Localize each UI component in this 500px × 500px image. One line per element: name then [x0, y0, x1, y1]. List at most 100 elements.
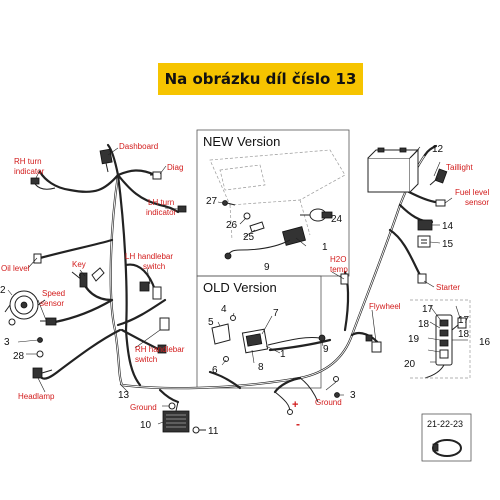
- frame-sketch: [209, 149, 346, 241]
- label-headlamp: Headlamp: [18, 392, 55, 401]
- main-wiring-harness: [38, 143, 438, 404]
- num-3-left: 3: [4, 337, 10, 348]
- new-part-27: [222, 200, 236, 206]
- num-1-new: 1: [322, 242, 328, 253]
- label-speed-sensor-1: Speed: [42, 289, 65, 298]
- part-3-bolt: [37, 337, 43, 343]
- label-rh-handlebar-1: RH handlebar: [135, 345, 185, 354]
- label-key: Key: [72, 260, 86, 269]
- screw: [192, 426, 206, 434]
- fuse-box: [424, 314, 467, 379]
- flywheel-connector: [365, 334, 382, 353]
- label-lh-turn-2: indicator: [146, 208, 177, 217]
- num-5: 5: [208, 317, 214, 328]
- part-number-banner: Na obrázku díl číslo 13: [158, 63, 363, 95]
- num-9-old: 9: [323, 344, 329, 355]
- num-13: 13: [118, 390, 130, 401]
- num-20: 20: [404, 359, 416, 370]
- old-part-6: [223, 356, 229, 362]
- headlamp-connector: [32, 367, 53, 379]
- old-screw-4: [230, 315, 236, 321]
- label-lh-handlebar-1: LH handlebar: [125, 252, 173, 261]
- horn: [4, 290, 46, 326]
- dashboard-connector: [99, 148, 113, 173]
- num-28: 28: [13, 351, 25, 362]
- num-11: 11: [208, 426, 219, 437]
- num-18a: 18: [418, 319, 430, 330]
- label-fuel-level-2: sensor: [465, 198, 489, 207]
- old-ecu-cable: [267, 337, 321, 346]
- leader-lines: [7, 146, 468, 431]
- label-diag: Diag: [167, 163, 183, 172]
- num-16: 16: [479, 337, 491, 348]
- num-2: 2: [0, 285, 6, 296]
- label-oil-level: Oil level: [1, 264, 30, 273]
- num-14: 14: [442, 221, 454, 232]
- h2o-temp-connector: [340, 273, 349, 285]
- num-24: 24: [331, 214, 343, 225]
- num-26: 26: [226, 220, 238, 231]
- label-ground-right: Ground: [315, 398, 342, 407]
- new-ecu-plug: [224, 252, 232, 260]
- label-flywheel: Flywheel: [369, 302, 401, 311]
- starter-connector: [417, 273, 427, 284]
- ground-bolt-right: [333, 376, 340, 398]
- num-19: 19: [408, 334, 420, 345]
- num-7: 7: [273, 308, 279, 319]
- voltage-regulator: [162, 401, 190, 433]
- label-h2o-2: temp: [330, 265, 348, 274]
- cable-tie: [432, 439, 462, 457]
- relay-14: [417, 219, 433, 231]
- label-speed-sensor-2: sensor: [40, 299, 64, 308]
- label-rh-handlebar-2: switch: [135, 355, 157, 364]
- num-27: 27: [206, 196, 218, 207]
- inset-frame: [421, 413, 472, 462]
- lh-turn-connector: [177, 205, 187, 213]
- fuel-level-connector: [435, 199, 446, 207]
- lh-handlebar-connector: [139, 281, 162, 300]
- label-lh-handlebar-2: switch: [143, 262, 165, 271]
- banner-text: Na obrázku díl číslo 13: [164, 70, 357, 88]
- label-fuel-level-1: Fuel level: [455, 188, 489, 197]
- num-1-old: 1: [280, 349, 286, 360]
- num-10: 10: [140, 420, 152, 431]
- label-taillight: Taillight: [446, 163, 473, 172]
- num-25: 25: [243, 232, 255, 243]
- inset-label: 21-22-23: [427, 419, 463, 429]
- label-ground-left: Ground: [130, 403, 157, 412]
- num-4: 4: [221, 304, 227, 315]
- key-connector: [71, 267, 105, 288]
- num-8: 8: [258, 362, 264, 373]
- num-17a: 17: [422, 304, 434, 315]
- num-3-right: 3: [350, 390, 356, 401]
- old-version-title: OLD Version: [203, 280, 277, 295]
- num-17b: 17: [458, 315, 470, 326]
- label-rh-turn-2: indicator: [14, 167, 45, 176]
- label-minus: -: [296, 417, 300, 431]
- battery: [367, 147, 420, 193]
- rh-turn-connector: [30, 177, 56, 190]
- new-version-frame: [196, 129, 350, 277]
- label-plus: +: [292, 399, 298, 411]
- rh-handlebar-connector: [157, 317, 170, 354]
- part-28-clip: [36, 350, 44, 358]
- label-h2o-1: H2O: [330, 255, 346, 264]
- old-version-frame: [196, 275, 322, 389]
- num-9-new: 9: [264, 262, 270, 273]
- oil-level-connector: [33, 253, 42, 264]
- new-ecu-cable: [227, 239, 291, 256]
- old-bracket-5: [211, 323, 231, 345]
- label-starter: Starter: [436, 283, 460, 292]
- new-sensor-24: [300, 208, 333, 222]
- label-rh-turn-1: RH turn: [14, 157, 42, 166]
- new-part-25: [249, 221, 265, 233]
- num-15: 15: [442, 239, 454, 250]
- taillight-connector: [429, 168, 448, 186]
- relay-15: [417, 235, 431, 248]
- battery-cables: [274, 377, 319, 415]
- fuse-group-outline: [410, 299, 471, 379]
- new-part-26: [243, 212, 251, 220]
- num-18b: 18: [458, 329, 470, 340]
